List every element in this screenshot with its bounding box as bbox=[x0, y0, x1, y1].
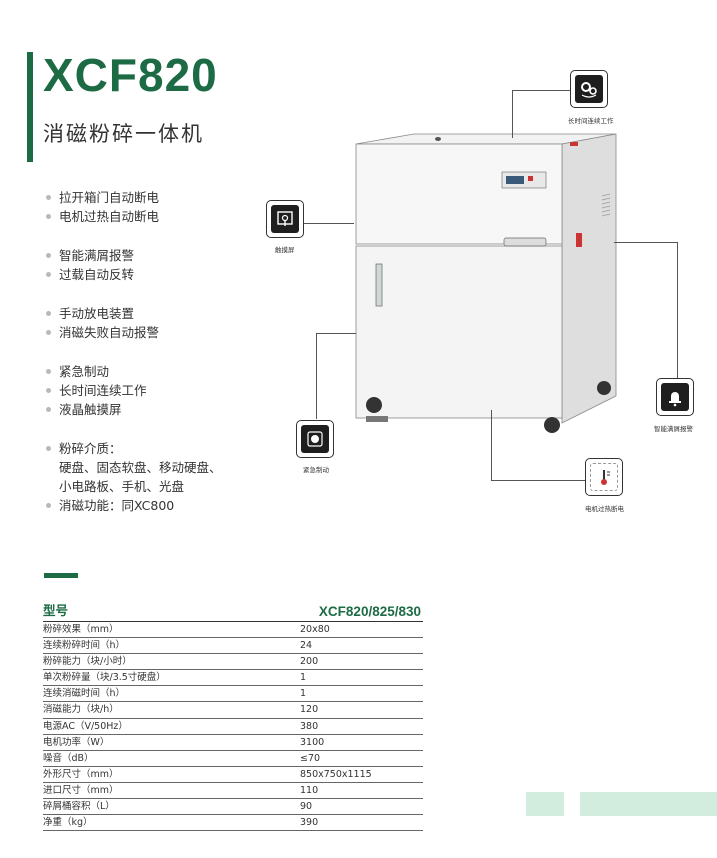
feature-item: 电机过热自动断电 bbox=[46, 207, 286, 226]
spec-header-row: 型号 XCF820/825/830 bbox=[43, 600, 423, 622]
table-row: 噪音（dB） ≤70 bbox=[43, 751, 423, 767]
decorative-green-box bbox=[580, 792, 717, 816]
spec-value: 24 bbox=[300, 640, 313, 652]
spec-key: 外形尺寸（mm） bbox=[43, 768, 119, 780]
media-line-1: 硬盘、固态软盘、移动硬盘、 bbox=[59, 460, 222, 475]
spec-header-value: XCF820/825/830 bbox=[318, 604, 421, 619]
callout-continuous bbox=[570, 70, 608, 108]
callout-full-alarm-label: 智能满屑报警 bbox=[654, 425, 693, 433]
feature-item: 消磁失败自动报警 bbox=[46, 323, 286, 342]
spec-key: 进口尺寸（mm） bbox=[43, 784, 119, 796]
touchscreen-icon bbox=[271, 205, 299, 233]
table-row: 碎屑桶容积（L） 90 bbox=[43, 799, 423, 816]
bell-alarm-icon bbox=[661, 383, 689, 411]
feature-item: 拉开箱门自动断电 bbox=[46, 188, 286, 207]
connector-line bbox=[316, 333, 356, 334]
callout-continuous-label: 长时间连续工作 bbox=[568, 117, 614, 125]
feature-group-media: 粉碎介质： 硬盘、固态软盘、移动硬盘、 小电路板、手机、光盘 消磁功能：同XC8… bbox=[46, 439, 286, 515]
product-title: XCF820 bbox=[43, 49, 218, 101]
connector-line bbox=[512, 90, 513, 138]
spec-key: 连续粉碎时间（h） bbox=[43, 640, 126, 652]
callout-emergency-label: 紧急制动 bbox=[303, 466, 329, 474]
spec-key: 粉碎能力（块/小时） bbox=[43, 656, 132, 668]
callout-overheat bbox=[585, 458, 623, 496]
callout-full-alarm bbox=[656, 378, 694, 416]
spec-key: 噪音（dB） bbox=[43, 752, 94, 764]
spec-value: 850x750x1115 bbox=[300, 768, 372, 780]
feature-item: 长时间连续工作 bbox=[46, 381, 286, 400]
spec-value: 1 bbox=[300, 672, 307, 684]
connector-line bbox=[614, 242, 678, 243]
table-row: 粉碎效果（mm） 20x80 bbox=[43, 622, 423, 639]
spec-key: 电机功率（W） bbox=[43, 736, 110, 748]
feature-group: 紧急制动 长时间连续工作 液晶触摸屏 bbox=[46, 362, 286, 419]
connector-line bbox=[491, 410, 492, 480]
table-row: 电源AC（V/50Hz） 380 bbox=[43, 719, 423, 735]
table-row: 消磁能力（块/h） 120 bbox=[43, 702, 423, 719]
spec-value: 110 bbox=[300, 784, 319, 796]
spec-header-label: 型号 bbox=[43, 603, 69, 618]
table-row: 粉碎能力（块/小时） 200 bbox=[43, 654, 423, 671]
gears-icon bbox=[575, 75, 603, 103]
spec-accent-mark bbox=[44, 573, 78, 578]
connector-line bbox=[512, 90, 570, 91]
spec-value: 20x80 bbox=[300, 624, 330, 635]
spec-value: 3100 bbox=[300, 736, 325, 748]
spec-table: 型号 XCF820/825/830 粉碎效果（mm） 20x80 连续粉碎时间（h… bbox=[43, 600, 423, 832]
callout-touchscreen-label: 触摸屏 bbox=[275, 246, 295, 254]
table-row: 单次粉碎量（块/3.5寸硬盘） 1 bbox=[43, 670, 423, 687]
feature-item: 智能满屑报警 bbox=[46, 246, 286, 265]
spec-value: 390 bbox=[300, 817, 319, 829]
degauss-function: 消磁功能：同XC800 bbox=[46, 496, 286, 515]
table-row: 连续消磁时间（h） 1 bbox=[43, 686, 423, 703]
spec-value: 380 bbox=[300, 720, 319, 732]
table-row: 进口尺寸（mm） 110 bbox=[43, 783, 423, 800]
emergency-stop-icon bbox=[301, 425, 329, 453]
spec-key: 粉碎效果（mm） bbox=[43, 624, 119, 635]
title-accent-bar bbox=[27, 52, 33, 162]
callout-touchscreen bbox=[266, 200, 304, 238]
spec-value: 120 bbox=[300, 704, 319, 716]
decorative-green-box bbox=[526, 792, 564, 816]
table-row: 外形尺寸（mm） 850x750x1115 bbox=[43, 767, 423, 783]
feature-group: 智能满屑报警 过载自动反转 bbox=[46, 246, 286, 284]
spec-key: 消磁能力（块/h） bbox=[43, 704, 119, 716]
feature-group: 手动放电装置 消磁失败自动报警 bbox=[46, 304, 286, 342]
table-row: 连续粉碎时间（h） 24 bbox=[43, 638, 423, 655]
spec-value: 200 bbox=[300, 656, 319, 668]
connector-line bbox=[316, 333, 317, 419]
table-row: 净重（kg） 390 bbox=[43, 815, 423, 832]
feature-group: 拉开箱门自动断电 电机过热自动断电 bbox=[46, 188, 286, 226]
spec-value: 90 bbox=[300, 801, 313, 813]
thermometer-icon bbox=[590, 463, 618, 491]
feature-item: 过载自动反转 bbox=[46, 265, 286, 284]
spec-key: 单次粉碎量（块/3.5寸硬盘） bbox=[43, 672, 166, 684]
connector-line bbox=[491, 480, 585, 481]
callout-emergency bbox=[296, 420, 334, 458]
connector-line bbox=[677, 242, 678, 378]
machine-illustration bbox=[355, 133, 617, 433]
table-row: 电机功率（W） 3100 bbox=[43, 735, 423, 751]
feature-item: 液晶触摸屏 bbox=[46, 400, 286, 419]
spec-key: 净重（kg） bbox=[43, 817, 93, 829]
spec-value: 1 bbox=[300, 688, 307, 700]
spec-key: 连续消磁时间（h） bbox=[43, 688, 126, 700]
feature-list: 拉开箱门自动断电 电机过热自动断电 智能满屑报警 过载自动反转 手动放电装置 消… bbox=[46, 188, 286, 535]
media-line-2: 小电路板、手机、光盘 bbox=[59, 479, 185, 494]
callout-overheat-label: 电机过热断电 bbox=[585, 505, 624, 513]
spec-value: ≤70 bbox=[300, 752, 321, 764]
spec-key: 电源AC（V/50Hz） bbox=[43, 720, 128, 732]
connector-line bbox=[304, 223, 354, 224]
feature-item: 手动放电装置 bbox=[46, 304, 286, 323]
spec-key: 碎屑桶容积（L） bbox=[43, 801, 115, 813]
product-subtitle: 消磁粉碎一体机 bbox=[43, 122, 204, 146]
media-label: 粉碎介质： bbox=[46, 439, 286, 458]
feature-item: 紧急制动 bbox=[46, 362, 286, 381]
